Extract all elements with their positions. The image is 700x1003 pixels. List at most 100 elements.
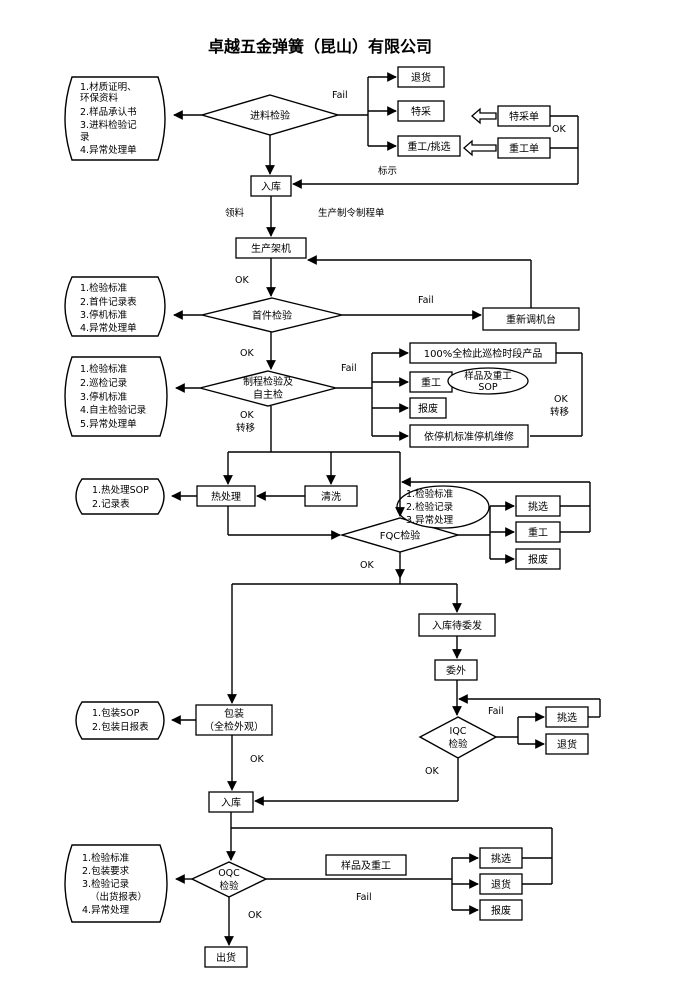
edge-label: OK (240, 348, 254, 359)
doc1-line: 3.进料检验记 (80, 119, 137, 131)
node-label: 首件检验 (252, 309, 292, 322)
node-label: 制程检验及 (243, 375, 293, 388)
node-label: 入库 (261, 180, 281, 193)
node-label: 检验 (219, 880, 239, 892)
node-label: 重工 (421, 376, 441, 389)
node-label: 退货 (491, 878, 511, 891)
box-stop-repair: 依停机标准停机维修 (409, 424, 529, 448)
box-iqc-return: 退货 (545, 733, 589, 755)
box-iqc-pick: 挑选 (545, 706, 589, 728)
box-special-pick: 特采 (397, 100, 445, 122)
node-label: 入库待委发 (432, 619, 482, 632)
edge-label: Fail (341, 363, 357, 374)
box-warehouse-in-2: 入库 (208, 791, 254, 813)
doc3-line: 1.检验标准 (80, 363, 128, 375)
doc-first-article-records: 1.检验标准 2.首件记录表 3.停机标准 4.异常处理单 (64, 276, 166, 337)
box-rework-form: 重工单 (497, 137, 551, 159)
node-label: 委外 (446, 664, 466, 677)
box-packing: 包装 （全检外观） (195, 704, 273, 736)
node-label: 挑选 (528, 500, 548, 513)
doc1-line: 环保资料 (80, 92, 119, 104)
fqc-doc-line: 3.异常处理 (406, 514, 454, 526)
box-readjust: 重新调机台 (482, 307, 580, 331)
edge-label: 标示 (378, 165, 397, 177)
edge-label: Fail (488, 706, 504, 717)
doc-heat-treatment: 1.热处理SOP 2.记录表 (75, 478, 165, 515)
decision-iqc: IQC 检验 (418, 716, 498, 759)
node-label: 热处理 (211, 490, 241, 503)
node-label: 包装 (224, 707, 244, 720)
box-oqc-scrap: 报废 (479, 899, 523, 921)
node-label: 报废 (418, 402, 438, 415)
doc1-line: 录 (80, 132, 90, 143)
node-label: 报废 (528, 553, 548, 566)
doc3-line: 2.巡检记录 (80, 377, 128, 389)
node-label: SOP (478, 382, 498, 393)
box-rework: 重工 (409, 371, 453, 393)
box-warehouse-in: 入库 (250, 175, 292, 197)
edge-label: OK (554, 394, 568, 405)
edge-label: OK (552, 124, 566, 135)
doc3-line: 3.停机标准 (80, 391, 128, 403)
doc2-line: 1.检验标准 (80, 282, 128, 294)
doc-incoming-records: 1.材质证明、 环保资料 2.样品承认书 3.进料检验记 录 4.异常处理单 (64, 76, 166, 161)
doc6-line: 4.异常处理 (82, 904, 130, 916)
node-label: 检验 (448, 738, 468, 750)
box-oqc-sample-rework: 样品及重工 (325, 854, 407, 876)
doc3-line: 4.自主检验记录 (80, 404, 147, 416)
doc2-line: 3.停机标准 (80, 309, 128, 321)
edge-label: OK (360, 560, 374, 571)
decision-incoming-inspection: 进料检验 (199, 94, 341, 136)
doc2-line: 4.异常处理单 (80, 322, 137, 334)
node-label: 重工/挑选 (407, 140, 450, 153)
box-fqc-rework: 重工 (515, 521, 561, 543)
node-label: 重工单 (509, 142, 539, 155)
box-outsource: 委外 (434, 659, 478, 681)
doc2-line: 2.首件记录表 (80, 296, 137, 308)
decision-first-article: 首件检验 (201, 297, 343, 333)
box-cleaning: 清洗 (304, 485, 358, 507)
box-full-inspect: 100%全检此巡检时段产品 (409, 342, 557, 364)
doc4-line: 1.热处理SOP (92, 484, 149, 496)
ellipse-fqc-records: 1.检验标准 2.检验记录 3.异常处理 (396, 485, 490, 529)
node-label: 特采单 (509, 111, 539, 123)
edge-label: OK (425, 766, 439, 777)
node-label: 入库 (221, 796, 241, 809)
doc-process-records: 1.检验标准 2.巡检记录 3.停机标准 4.自主检验记录 5.异常处理单 (64, 356, 168, 437)
node-label: 退货 (557, 738, 577, 751)
doc6-line: 3.检验记录 (82, 878, 130, 890)
node-label: 出货 (216, 951, 236, 964)
doc5-line: 2.包装日报表 (92, 721, 149, 733)
decision-process-inspection: 制程检验及 自主检 (199, 370, 337, 407)
edge-label: OK (250, 754, 264, 765)
edge-label: OK (240, 410, 254, 421)
edge-label: OK (235, 275, 249, 286)
box-oqc-return: 退货 (479, 873, 523, 895)
hollow-arrow-rework-form (463, 139, 497, 157)
edge-label: 领料 (225, 207, 245, 219)
node-label: 生产架机 (251, 242, 291, 255)
edge-label: Fail (332, 90, 348, 101)
node-label: 自主检 (253, 388, 283, 401)
edge-label: 生产制令制程单 (318, 207, 385, 219)
fqc-doc-line: 2.检验记录 (406, 501, 454, 513)
doc-packing: 1.包装SOP 2.包装日报表 (75, 701, 165, 740)
node-label: 特采 (411, 106, 431, 118)
box-return-goods: 退货 (397, 66, 445, 88)
node-label: 样品及重工 (341, 859, 391, 872)
doc6-line: 2.包装要求 (82, 865, 130, 877)
box-fqc-scrap: 报废 (515, 548, 561, 570)
box-rework-pick: 重工/挑选 (397, 135, 461, 157)
node-label: OQC (218, 868, 240, 879)
node-label: 重工 (528, 526, 548, 539)
edge-label: Fail (356, 892, 372, 903)
doc4-line: 2.记录表 (92, 498, 130, 510)
box-fqc-pick: 挑选 (515, 495, 561, 517)
node-label: 重新调机台 (506, 313, 556, 326)
node-label: 样品及重工 (464, 370, 512, 382)
doc1-line: 4.异常处理单 (80, 144, 137, 156)
box-await-outsource: 入库待委发 (418, 613, 496, 637)
hollow-arrow-special-form (471, 107, 497, 125)
edge-label: Fail (418, 295, 434, 306)
doc5-line: 1.包装SOP (92, 707, 140, 719)
